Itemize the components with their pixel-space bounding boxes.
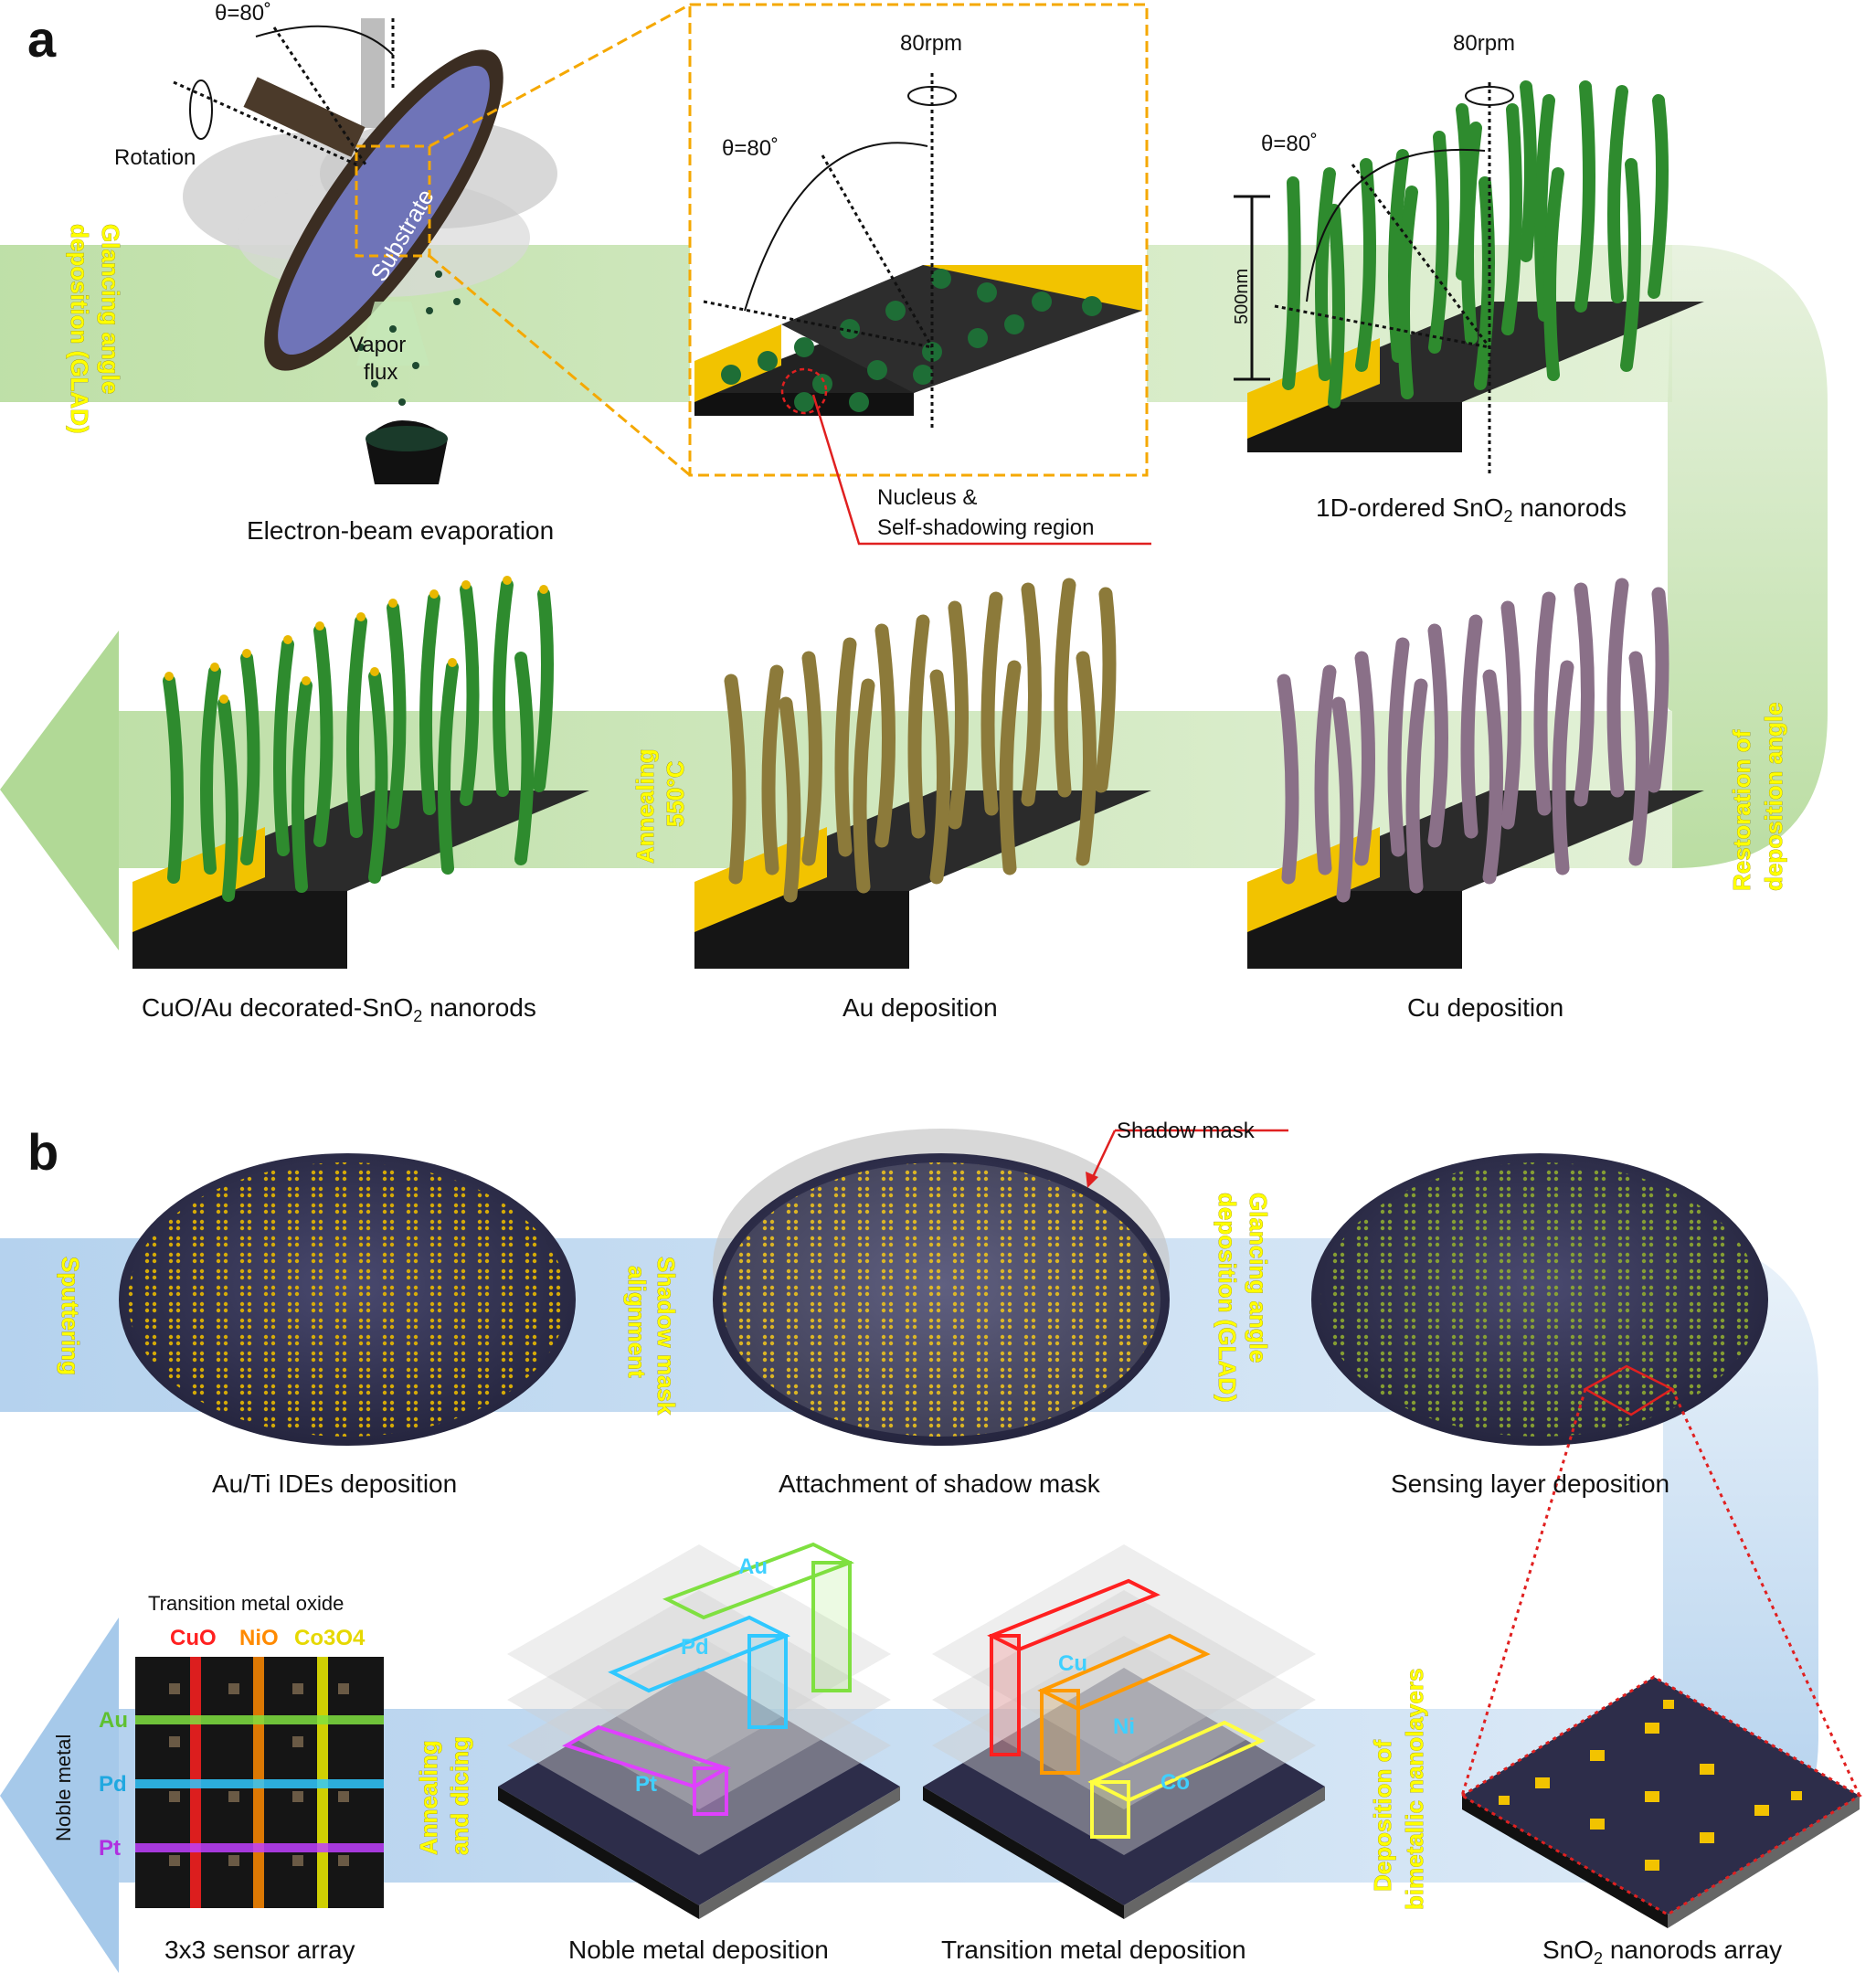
cuo-label: CuO — [170, 1626, 217, 1650]
caption-sno2-array: SnO2 nanorods array — [1542, 1936, 1782, 1968]
mask-align-label-line1: Shadow mask — [652, 1257, 680, 1416]
zoom-theta: θ=80˚ — [722, 136, 779, 161]
caption-array: 3x3 sensor array — [164, 1936, 355, 1964]
noble-metal-label: Noble metal — [52, 1734, 75, 1841]
panel-b-label: b — [27, 1123, 58, 1181]
caption-ides: Au/Ti IDEs deposition — [212, 1469, 457, 1498]
wafer-shadow-mask — [713, 1129, 1170, 1446]
caption-cu: Cu deposition — [1407, 993, 1563, 1022]
au-layer-label: Au — [738, 1554, 768, 1579]
bimetal-label-line1: Deposition of — [1369, 1740, 1396, 1892]
glad-b-label-line2: deposition (GLAD) — [1214, 1193, 1241, 1403]
glad-label-line2: deposition (GLAD) — [66, 224, 93, 434]
glad-b-label-line1: Glancing angle — [1245, 1193, 1272, 1363]
restoration-label-line1: Restoration of — [1728, 729, 1755, 891]
pd-row-label: Pd — [99, 1772, 127, 1797]
nanorods-rpm: 80rpm — [1453, 31, 1515, 56]
caption-au: Au deposition — [843, 993, 998, 1022]
tmo-label: Transition metal oxide — [148, 1592, 344, 1615]
panel-a-label: a — [27, 10, 57, 68]
ni-layer-label: Ni — [1113, 1714, 1135, 1739]
vapor-label: Vapor — [349, 333, 406, 357]
co-layer-label: Co — [1161, 1770, 1190, 1795]
caption-decorated: CuO/Au decorated-SnO2 nanorods — [142, 993, 536, 1025]
sno2-nanorods-top — [1234, 80, 1704, 475]
caption-ebeam: Electron-beam evaporation — [247, 516, 554, 545]
caption-transition: Transition metal deposition — [941, 1936, 1246, 1964]
caption-noble: Noble metal deposition — [568, 1936, 829, 1964]
anneal-dice-label-line1: Annealing — [415, 1740, 442, 1855]
ebeam-setup — [173, 18, 557, 484]
mask-align-label-line2: alignment — [623, 1266, 651, 1378]
pd-layer-label: Pd — [681, 1635, 709, 1660]
sensor-array-3x3 — [135, 1657, 384, 1908]
caption-sensing: Sensing layer deposition — [1391, 1469, 1669, 1498]
au-row-label: Au — [99, 1708, 128, 1733]
nucleus-callout: Nucleus & Self-shadowing region — [811, 394, 1151, 546]
nanorods-theta: θ=80˚ — [1261, 132, 1318, 156]
restoration-label-line2: deposition angle — [1760, 702, 1787, 891]
wafer-ides — [119, 1153, 576, 1446]
caption-mask: Attachment of shadow mask — [779, 1469, 1101, 1498]
rotation-label: Rotation — [114, 145, 196, 170]
co3o4-label: Co3O4 — [294, 1626, 366, 1650]
bimetal-label-line2: bimetallic nanolayers — [1401, 1669, 1428, 1910]
height-label: 500nm — [1232, 269, 1252, 324]
glad-label-line1: Glancing angle — [97, 224, 124, 394]
pt-layer-label: Pt — [635, 1772, 657, 1797]
zoom-rpm: 80rpm — [900, 31, 962, 56]
flux-label: flux — [364, 360, 397, 385]
annealing-label-line2: 550°C — [662, 760, 689, 827]
annealing-label-line1: Annealing — [631, 748, 659, 864]
cu-deposition-rods — [1247, 578, 1704, 969]
noble-metal-chip — [498, 1542, 900, 1919]
ebeam-theta: θ=80˚ — [215, 1, 271, 26]
cu-layer-label: Cu — [1058, 1651, 1087, 1676]
au-deposition-rods — [694, 578, 1151, 969]
sno2-array-chip — [1459, 1675, 1862, 1928]
transition-metal-chip — [923, 1544, 1325, 1919]
nucleation-zoom-box — [429, 3, 1149, 477]
pt-row-label: Pt — [99, 1836, 121, 1861]
decorated-rods — [132, 576, 589, 969]
wafer-sensing — [1311, 1153, 1861, 1797]
anneal-dice-label-line2: and dicing — [446, 1736, 473, 1855]
nio-label: NiO — [239, 1626, 279, 1650]
nucleus-label-line2: Self-shadowing region — [877, 515, 1094, 540]
sputtering-label: Sputtering — [57, 1257, 84, 1375]
shadow-mask-callout: Shadow mask — [1086, 1119, 1288, 1188]
caption-sno2: 1D-ordered SnO2 nanorods — [1316, 493, 1627, 525]
shadow-mask-label: Shadow mask — [1117, 1119, 1256, 1143]
nucleus-label-line1: Nucleus & — [877, 485, 977, 510]
